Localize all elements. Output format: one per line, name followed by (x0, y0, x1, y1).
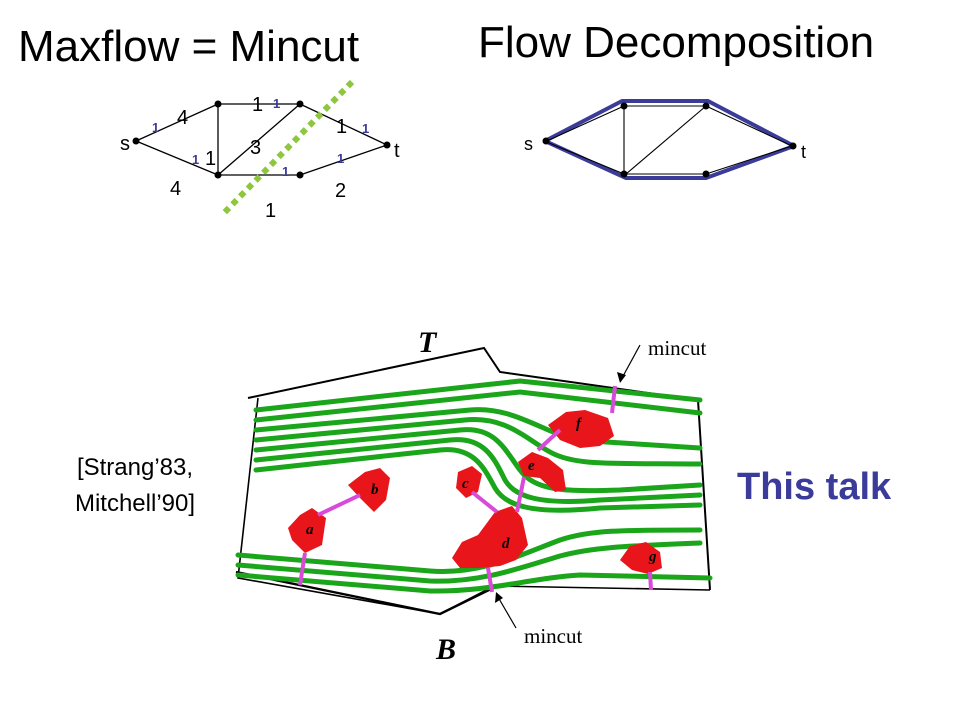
bottom-label: B (435, 633, 456, 666)
strand-2 (253, 389, 703, 423)
edge-s-a (135, 103, 219, 142)
obstacle-b (348, 468, 390, 512)
edge-c-t-2 (705, 105, 793, 147)
node-c-2 (702, 102, 710, 110)
cut-d-bottom (486, 567, 494, 593)
flow-b-d: 1 (282, 164, 289, 179)
upper-path (544, 99, 795, 148)
mincut-bottom-arrowhead (495, 592, 503, 603)
maxflow-edges (135, 103, 388, 176)
obstacle-label-f: f (576, 416, 583, 432)
obstacle-label-g: g (648, 549, 657, 565)
node-s (132, 137, 140, 145)
lower-path (544, 139, 795, 180)
mincut-bottom-label: mincut (524, 624, 582, 648)
strand-8 (235, 527, 703, 575)
edge-s-b (135, 140, 219, 176)
capacity-s-b: 4 (170, 178, 181, 200)
mincut-top-arrowhead (617, 372, 626, 383)
obstacle-e (518, 452, 566, 492)
node-a-2 (620, 102, 628, 110)
edge-d-t (299, 144, 388, 176)
cut-top (610, 385, 617, 414)
mincut-top-label: mincut (648, 336, 706, 360)
cut-segments (298, 385, 653, 593)
sink-label-2: t (801, 142, 806, 162)
obstacles (288, 410, 662, 574)
capacity-b-c: 3 (250, 137, 261, 159)
capacity-s-a: 4 (177, 107, 188, 129)
capacity-a-c: 1 (252, 94, 263, 116)
edge-b-c (217, 103, 301, 176)
obstacle-c (456, 466, 482, 498)
capacity-d-t: 2 (335, 180, 346, 202)
flow-c-t: 1 (362, 121, 369, 136)
flow-s-a: 1 (152, 120, 159, 135)
mincut-line (219, 79, 355, 218)
decomposition-paths (544, 99, 795, 180)
decomposition-nodes (542, 102, 797, 178)
obstacle-label-b: b (371, 482, 379, 498)
node-a (214, 100, 222, 108)
obstacle-g (620, 542, 662, 574)
obstacle-d (452, 506, 528, 568)
node-d (296, 171, 304, 179)
strand-10 (235, 572, 713, 594)
decomposition-graph: s t (524, 99, 806, 180)
bottom-boundary-edge (235, 570, 496, 616)
flow-d-t: 1 (337, 151, 344, 166)
node-b-2 (620, 170, 628, 178)
cut-e-d (515, 476, 526, 513)
node-b (214, 171, 222, 179)
flow-s-b: 1 (192, 152, 199, 167)
cut-c-d (470, 490, 499, 514)
edge-b-c-2 (625, 105, 707, 175)
strand-6 (253, 437, 703, 504)
cut-f-e (536, 428, 562, 452)
flow-a-c: 1 (273, 96, 280, 111)
top-label: T (418, 326, 438, 359)
edge-c-t (299, 103, 388, 146)
maxflow-nodes (132, 100, 391, 179)
capacity-b-d: 1 (265, 200, 276, 222)
decomposition-edges (548, 105, 793, 175)
cut-g-bottom (648, 571, 653, 591)
flow-decomposition-title: Flow Decomposition (478, 18, 875, 67)
cut-a-bottom (298, 552, 307, 586)
cut-a-b (317, 493, 361, 517)
edge-s-b-2 (548, 142, 625, 175)
capacity-a-b: 1 (205, 148, 216, 170)
node-t-2 (789, 142, 797, 150)
source-label: s (120, 133, 130, 155)
citation-line-1: [Strang’83, (76, 454, 194, 481)
node-t (383, 141, 391, 149)
obstacle-label-d: d (502, 536, 510, 552)
node-c (296, 100, 304, 108)
node-s-2 (542, 137, 550, 145)
obstacle-a (288, 508, 326, 553)
source-label-2: s (524, 134, 533, 154)
obstacle-label-c: c (462, 476, 469, 492)
obstacle-label-e: e (528, 458, 535, 474)
mincut-top-arrow-line (621, 344, 641, 379)
maxflow-graph: s t 4 4 1 1 1 3 1 2 1 1 1 1 1 1 (120, 79, 400, 222)
capacity-c-t: 1 (336, 116, 347, 138)
strand-5 (253, 427, 703, 494)
citation: [Strang’83, Mitchell’90] (30, 450, 240, 522)
strand-1 (253, 378, 703, 413)
maxflow-mincut-title: Maxflow = Mincut (18, 22, 360, 71)
citation-line-2: Mitchell’90] (74, 490, 196, 517)
mincut-bottom-arrow-line (497, 596, 517, 629)
edge-d-t-2 (705, 145, 793, 175)
this-talk-label: This talk (737, 466, 892, 508)
strands-figure: a b c d e f g T B mincut mincut (235, 326, 713, 666)
node-d-2 (702, 170, 710, 178)
strand-7 (253, 447, 703, 513)
obstacle-label-a: a (306, 522, 314, 538)
strand-4 (253, 417, 703, 467)
sink-label: t (394, 140, 400, 162)
obstacle-f (548, 410, 614, 448)
edge-s-a-2 (548, 105, 625, 141)
